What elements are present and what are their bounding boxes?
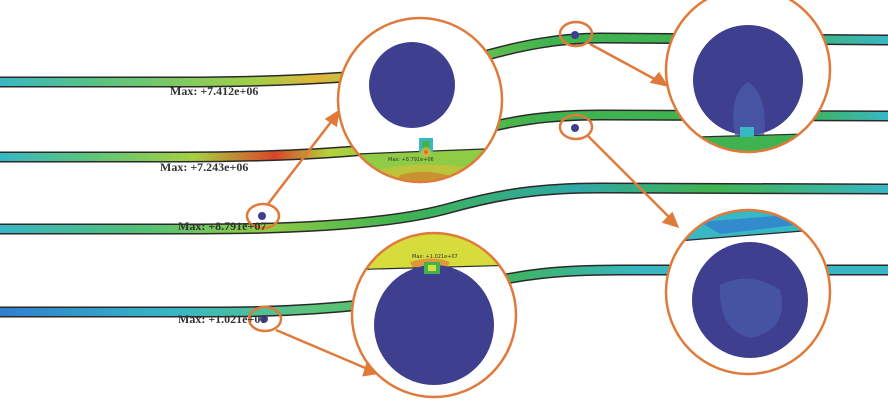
pipe-2-max-label: Max: +7.243e+06	[160, 160, 248, 174]
pipe-1-max-label: Max: +7.412e+06	[170, 84, 258, 98]
zoom-view-pipe-1	[664, 0, 832, 154]
zoom-view-pipe-4-max-label: Max: +1.021e+07	[412, 254, 458, 260]
pipe-3	[0, 182, 888, 235]
zoom-view-pipe-2-max-label: Max: +8.791e+06	[388, 157, 434, 163]
zoom-view-pipe-2-bottom-contact	[664, 208, 832, 376]
pipe-4-ball	[260, 315, 268, 323]
pipe-4-max-label: Max: +1.021e+07	[178, 312, 266, 326]
zoom-view-pipe-2: Max: +8.791e+06	[336, 16, 504, 184]
pipe-3-ball	[258, 212, 266, 220]
pipe-2-callout-ring	[558, 113, 594, 141]
pipe-1-ball	[571, 31, 579, 39]
pipe-3-max-label: Max: +8.791e+07	[178, 219, 266, 233]
pipe-2-ball	[571, 124, 579, 132]
callout-rings	[245, 20, 594, 333]
pipe-4-callout-ring	[247, 305, 283, 333]
pipe-3-callout-ring	[245, 202, 281, 230]
pipe-1-callout-ring	[558, 20, 594, 48]
